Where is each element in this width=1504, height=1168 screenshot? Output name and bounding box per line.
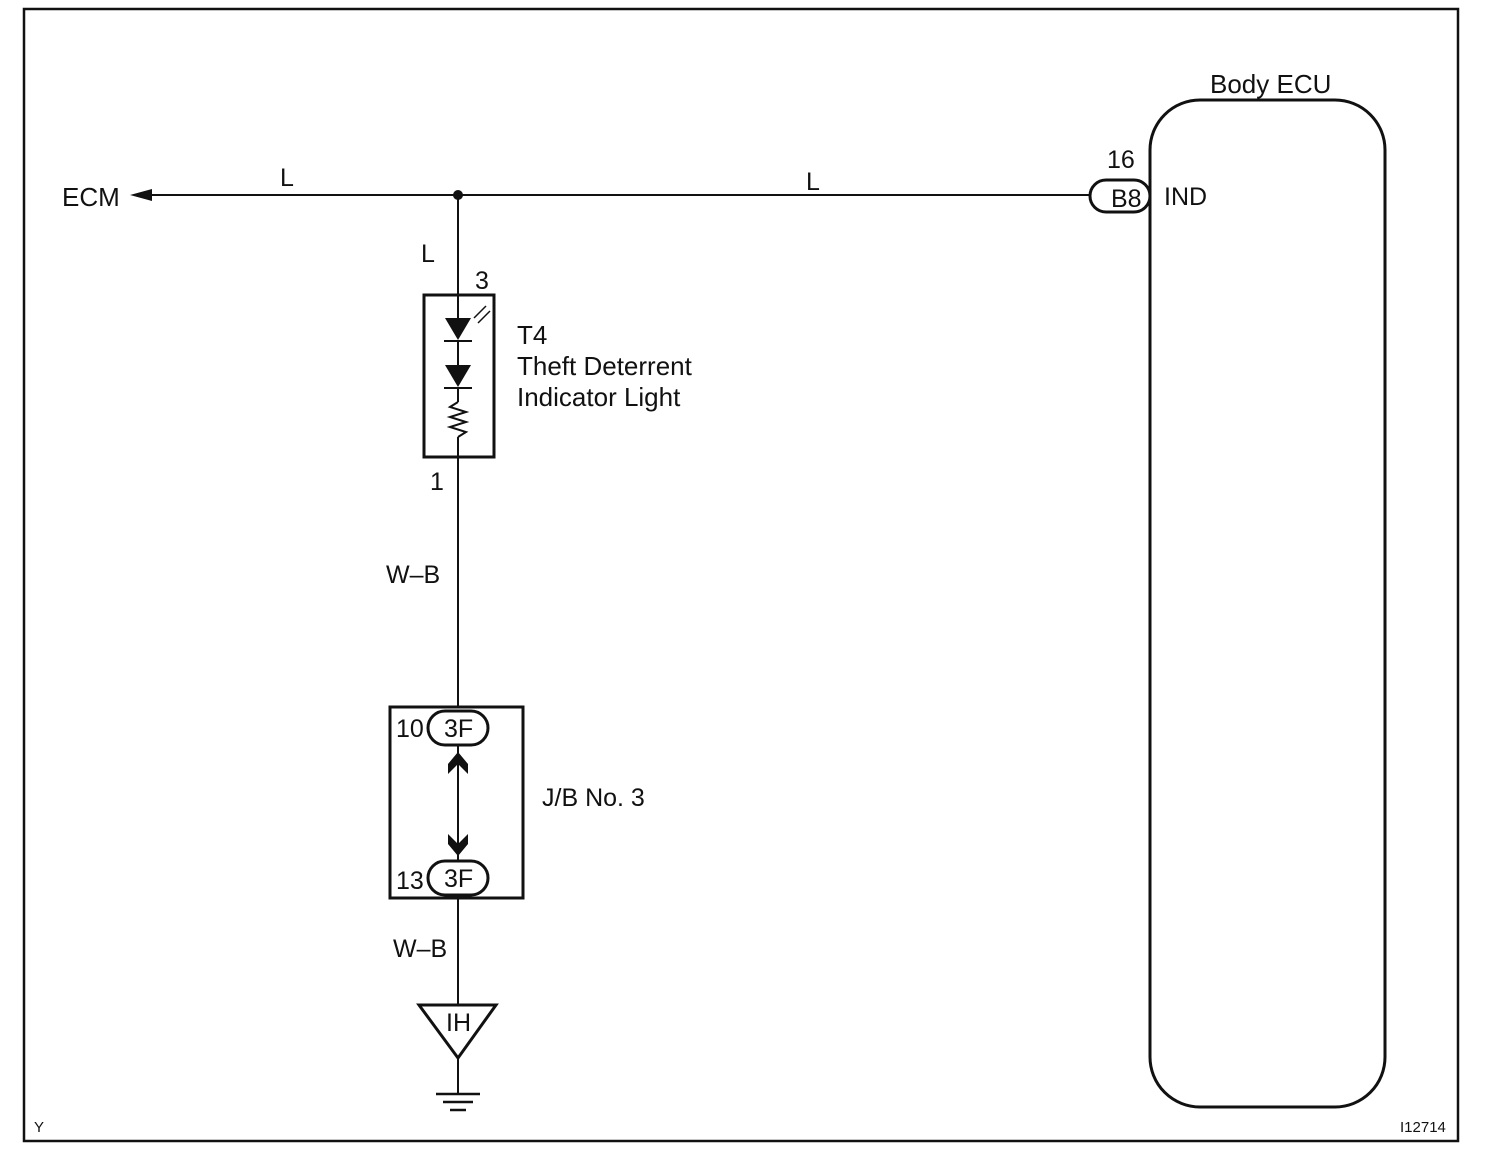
jb-top-pin: 10 [396,715,424,743]
body-ecu-box [1148,98,1387,1109]
chevron-up-icon [448,752,468,774]
body-ecu-terminal: IND [1164,183,1207,211]
body-ecu-title: Body ECU [1210,69,1331,99]
wire-color-vertical-top: L [421,240,435,268]
ground-point-triangle [416,1003,499,1061]
light-emission-icon [473,305,487,319]
wire-color-ecu-segment: L [806,168,820,196]
wire-color-jb-to-ground: W–B [393,935,447,963]
ecm-label: ECM [62,182,120,212]
diagram-frame [22,7,1460,1143]
indicator-name-line2: Indicator Light [517,382,681,412]
connector-b8-label: B8 [1111,185,1142,213]
figure-id: I12714 [1400,1119,1446,1136]
led-icon [445,318,471,340]
chevron-down-icon [448,834,468,856]
indicator-name-line1: Theft Deterrent [517,351,693,381]
ground-point-label: IH [446,1009,471,1037]
wire-color-light-to-jb: W–B [386,561,440,589]
ecm-arrow-icon [130,189,152,201]
junction-block-box [388,705,525,900]
jb-bottom-connector [426,859,490,897]
diode-icon [445,365,471,387]
wire-color-ecm-segment: L [280,164,294,192]
jb-bottom-pin: 13 [396,867,424,895]
jb-top-connector-label: 3F [444,715,473,743]
connector-b8 [1088,178,1152,214]
indicator-pin-bottom: 1 [430,468,444,496]
light-emission-icon-2 [477,310,491,324]
jb-bottom-connector-label: 3F [444,865,473,893]
resistor-icon [446,401,470,438]
body-ecu-pin: 16 [1107,146,1135,174]
indicator-code: T4 [517,320,547,350]
indicator-pin-top: 3 [475,267,489,295]
junction-block-label: J/B No. 3 [542,784,645,812]
corner-label-left: Y [34,1119,44,1136]
